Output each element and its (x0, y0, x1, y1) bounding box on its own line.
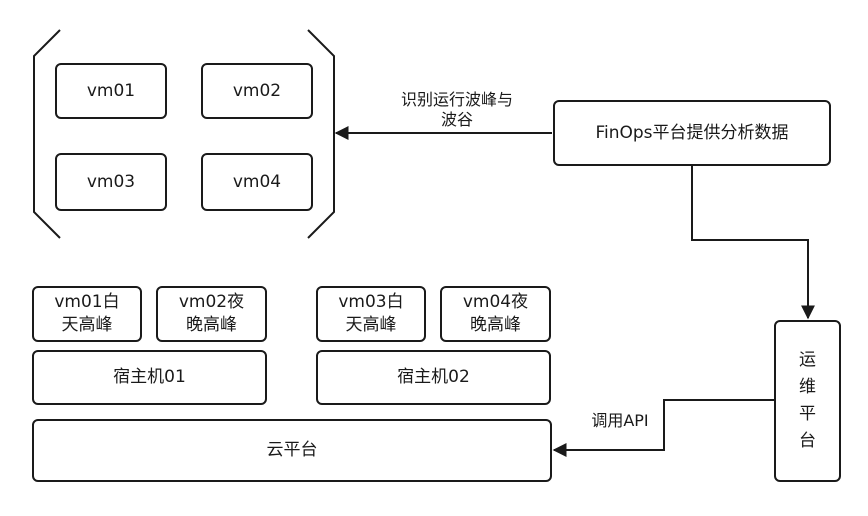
ops-platform-char-2: 维 (799, 376, 816, 397)
vm01-box: vm01 (55, 63, 167, 119)
finops-to-ops-arrow (691, 166, 815, 320)
ops-platform-char-3: 平 (799, 404, 816, 424)
cloud-platform-box: 云平台 (32, 419, 552, 482)
vm03-day-peak-label: vm03白 天高峰 (338, 292, 404, 335)
host02-label: 宿主机02 (397, 367, 470, 388)
vm01-label: vm01 (86, 80, 136, 101)
vm02-box: vm02 (201, 63, 313, 119)
vm03-day-peak-box: vm03白 天高峰 (316, 286, 426, 342)
vm02-label: vm02 (232, 80, 282, 101)
cloud-platform-label: 云平台 (266, 440, 318, 461)
left-bracket (33, 29, 61, 239)
host02-box: 宿主机02 (316, 350, 551, 405)
ops-platform-box: 运 维 平 台 (774, 320, 841, 482)
vm03-box: vm03 (55, 153, 167, 211)
ops-to-cloud-arrow (552, 399, 774, 457)
vm04-night-peak-label: vm04夜 晚高峰 (462, 292, 529, 335)
peak-valley-edge-label: 识别运行波峰与 波谷 (400, 90, 513, 129)
vm03-label: vm03 (86, 171, 136, 192)
ops-platform-char-4: 台 (799, 431, 816, 452)
host01-box: 宿主机01 (32, 350, 267, 405)
right-bracket (307, 29, 335, 239)
vm01-day-peak-box: vm01白 天高峰 (32, 286, 142, 342)
finops-platform-box: FinOps平台提供分析数据 (553, 100, 831, 166)
ops-platform-char-1: 运 (799, 349, 816, 370)
vm04-night-peak-box: vm04夜 晚高峰 (440, 286, 551, 342)
vm01-day-peak-label: vm01白 天高峰 (54, 292, 120, 335)
api-edge-label: 调用API (591, 411, 649, 430)
vm04-box: vm04 (201, 153, 313, 211)
vm04-label: vm04 (232, 171, 282, 192)
host01-label: 宿主机01 (113, 367, 186, 388)
vm02-night-peak-label: vm02夜 晚高峰 (178, 292, 245, 335)
vm02-night-peak-box: vm02夜 晚高峰 (156, 286, 267, 342)
finops-platform-label: FinOps平台提供分析数据 (595, 122, 789, 143)
